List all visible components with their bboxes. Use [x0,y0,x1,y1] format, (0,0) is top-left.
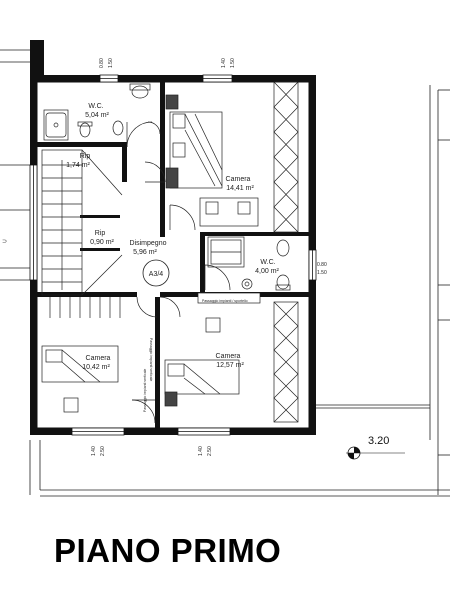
room-area-wc-top: 5,04 m² [85,112,109,119]
dim-top-left-1: 0.80 [99,58,105,68]
room-area-camera-sw: 10,42 m² [82,364,110,371]
room-area-camera-ne: 14,41 m² [226,185,254,192]
note-passage-2: Passaggio impianti verticale [143,369,147,412]
section-marker-label: A3/4 [149,271,164,278]
staircase [41,149,123,318]
bathroom-fixtures [43,83,291,291]
room-name-camera-sw: Camera [86,355,111,362]
elevation-marker: 3.20 [346,435,405,460]
edge-mark: ⊃ [2,239,7,245]
dim-right-wall-1: 0.80 [317,262,327,268]
wardrobes [273,81,299,423]
dim-top-right-1: 1.40 [221,58,227,68]
room-name-camera-se: Camera [216,353,241,360]
room-area-rip-1: 1,74 m² [66,162,90,169]
room-area-disimpegno: 5,96 m² [133,249,157,256]
page-title: PIANO PRIMO [54,532,282,569]
room-area-camera-se: 12,57 m² [216,362,244,369]
note-passage-1: Passaggio impianti / sportello [202,299,248,303]
section-marker: A3/4 [142,259,170,287]
room-area-rip-2: 0,90 m² [90,239,114,246]
window-dimensions: 0.80 1.50 1.40 1.50 0.80 1.50 1.40 2.50 … [91,58,327,456]
note-passage-3: Passaggio impianti verticale [149,338,153,381]
dim-top-left-2: 1.50 [108,58,114,68]
windows [29,74,317,436]
doors [126,121,231,424]
dim-right-wall-2: 1.50 [317,270,327,276]
dim-bottom-left-1: 1.40 [91,446,97,456]
dim-bottom-left-2: 2.50 [100,446,106,456]
room-name-camera-ne: Camera [226,176,251,183]
room-name-wc-mid: W.C. [260,259,275,266]
room-name-rip-2: Rip [95,230,106,237]
dim-bottom-right-2: 2.50 [207,446,213,456]
dim-bottom-right-1: 1.40 [198,446,204,456]
beds [41,94,261,413]
dim-top-right-2: 1.50 [230,58,236,68]
room-name-wc-top: W.C. [88,103,103,110]
service-notes: Passaggio impianti / sportello Passaggio… [143,299,248,412]
room-name-rip-1: Rip [80,153,91,160]
room-name-disimpegno: Disimpegno [130,240,167,247]
room-labels: W.C. 5,04 m² Rip 1,74 m² Camera 14,41 m²… [66,103,279,371]
elevation-label: 3.20 [368,435,389,447]
surroundings [0,49,450,497]
room-area-wc-mid: 4,00 m² [255,268,279,275]
